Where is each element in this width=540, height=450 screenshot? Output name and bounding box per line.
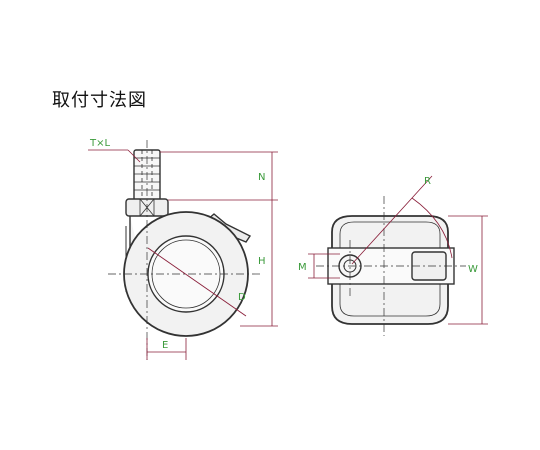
w-dimension-label: W xyxy=(468,264,478,275)
thread-label: T×L xyxy=(89,138,110,149)
wheel-bottom xyxy=(331,284,449,325)
r-dimension-label: R xyxy=(424,176,431,187)
m-dimension-label: M xyxy=(298,262,307,273)
front-center-lines xyxy=(316,196,466,336)
front-view xyxy=(316,196,466,336)
front-dimensions xyxy=(308,175,488,325)
side-view xyxy=(108,140,262,360)
page-title: 取付寸法図 xyxy=(52,90,147,111)
wheel-top xyxy=(331,215,449,248)
diameter-line xyxy=(147,247,247,317)
h-dimension-label: H xyxy=(258,256,266,267)
d-dimension-label: D xyxy=(238,292,246,303)
side-dimensions xyxy=(88,149,278,360)
e-dimension-label: E xyxy=(162,340,168,351)
n-dimension-label: N xyxy=(258,172,265,183)
